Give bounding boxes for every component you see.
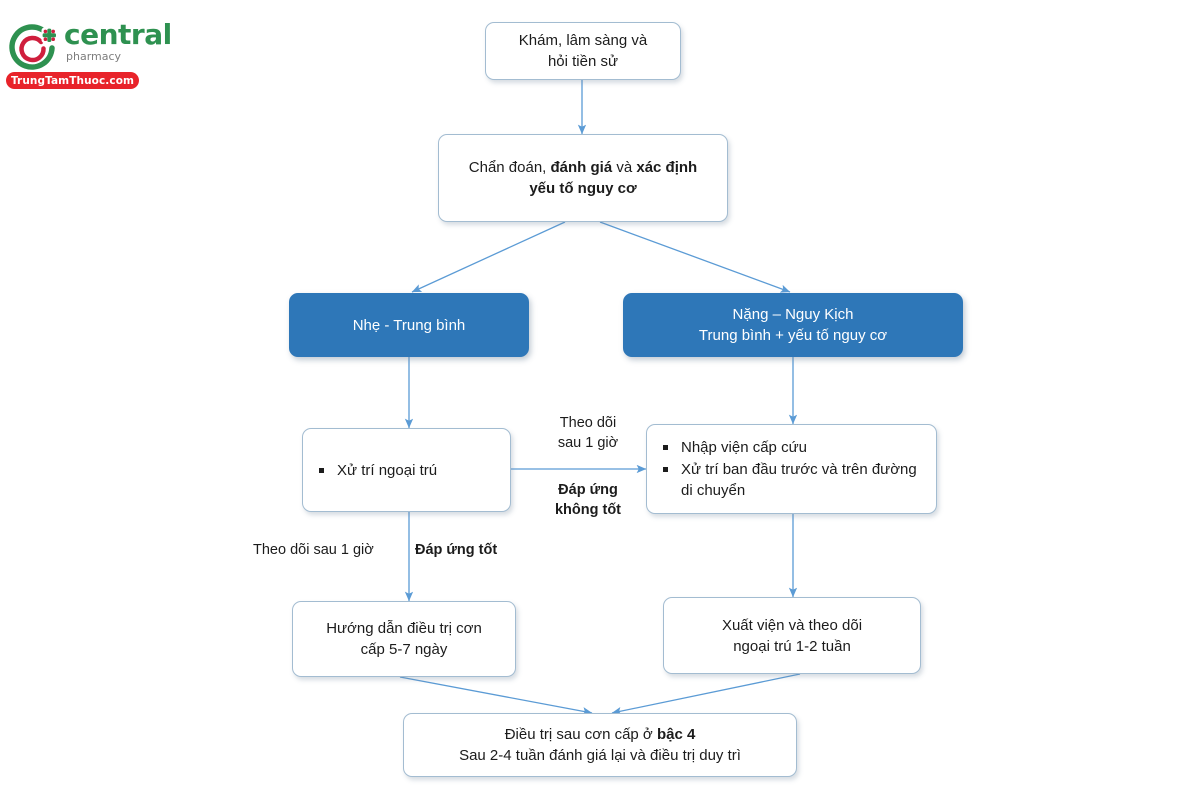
node-discharge-line-2: ngoại trú 1-2 tuần — [733, 637, 851, 655]
node-emergency-admission[interactable]: Nhập viện cấp cứu Xử trí ban đầu trước v… — [646, 424, 937, 514]
node-diagnose[interactable]: Chẩn đoán, đánh giá và xác định yếu tố n… — [438, 134, 728, 222]
list-item: Xử trí ngoại trú — [317, 460, 504, 481]
node-mild-moderate[interactable]: Nhẹ - Trung bình — [289, 293, 529, 357]
logo-word-pharmacy: pharmacy — [66, 50, 122, 63]
node-maintenance-text-a: Điều trị sau cơn cấp ở — [504, 726, 657, 743]
edge-label-bad-response-line-1: Đáp ứng — [558, 482, 618, 498]
list-item: Xử trí ban đầu trước và trên đường di ch… — [661, 459, 930, 501]
edge-label-followup-1-hour-top: Theo dõi sau 1 giờ — [540, 413, 636, 453]
node-maintenance-treatment[interactable]: Điều trị sau cơn cấp ở bậc 4 Sau 2-4 tuầ… — [403, 713, 797, 777]
node-diagnose-text-c: và — [612, 159, 637, 176]
site-logo: central pharmacy TrungTamThuoc.com — [6, 18, 196, 89]
logo-wordmark: central pharmacy — [64, 18, 194, 64]
node-exam-line-1: Khám, lâm sàng và — [518, 32, 648, 49]
node-exam[interactable]: Khám, lâm sàng và hỏi tiền sử — [485, 22, 681, 80]
node-maintenance-text-b: bậc 4 — [656, 726, 696, 743]
emergency-bullet-list: Nhập viện cấp cứu Xử trí ban đầu trước v… — [647, 436, 936, 502]
connector-diagnose-to-mild — [411, 221, 566, 293]
edge-label-bad-response-line-2: không tốt — [554, 502, 622, 518]
edge-label-followup-1-hour-left: Theo dõi sau 1 giờ — [253, 542, 374, 558]
node-diagnose-text-a: Chẩn đoán, — [468, 159, 551, 176]
node-maintenance-line-2: Sau 2-4 tuần đánh giá lại và điều trị du… — [459, 747, 741, 764]
node-mild-label: Nhẹ - Trung bình — [352, 316, 466, 334]
node-discharge-line-1: Xuất viện và theo dõi — [721, 616, 863, 634]
node-diagnose-line-1: Chẩn đoán, đánh giá và xác định — [449, 157, 717, 178]
node-guide-line-1: Hướng dẫn điều trị cơn — [326, 620, 482, 637]
node-diagnose-text-b: đánh giá — [550, 159, 613, 176]
node-exam-line-2: hỏi tiền sử — [547, 53, 619, 70]
connector-guide-to-maintenance — [399, 676, 593, 716]
edge-label-followup-line-2: sau 1 giờ — [557, 435, 619, 451]
node-diagnose-line-2: yếu tố nguy cơ — [529, 180, 637, 197]
edge-label-bad-response: Đáp ứng không tốt — [536, 480, 640, 520]
node-severe-critical[interactable]: Nặng – Nguy Kịch Trung bình + yếu tố ngu… — [623, 293, 963, 357]
node-discharge-followup[interactable]: Xuất viện và theo dõi ngoại trú 1-2 tuần — [663, 597, 921, 674]
logo-url-banner: TrungTamThuoc.com — [6, 72, 139, 89]
central-pharmacy-logo-mark — [9, 24, 57, 70]
node-maintenance-line-1: Điều trị sau cơn cấp ở bậc 4 — [414, 724, 786, 745]
node-severe-line-1: Nặng – Nguy Kịch — [732, 306, 854, 323]
node-guide-line-2: cấp 5-7 ngày — [360, 641, 448, 658]
outpatient-bullet-list: Xử trí ngoại trú — [303, 459, 510, 482]
node-severe-line-2: Trung bình + yếu tố nguy cơ — [698, 327, 888, 344]
list-item: Nhập viện cấp cứu — [661, 437, 930, 458]
edge-label-good-response: Đáp ứng tốt — [415, 542, 498, 558]
node-acute-treatment-guide[interactable]: Hướng dẫn điều trị cơn cấp 5-7 ngày — [292, 601, 516, 677]
connector-diagnose-to-severe — [599, 221, 791, 293]
node-diagnose-text-d: xác định — [636, 159, 698, 176]
node-outpatient-care[interactable]: Xử trí ngoại trú — [302, 428, 511, 512]
connector-discharge-to-maintenance — [611, 673, 801, 716]
edge-label-followup-line-1: Theo dõi — [559, 415, 617, 431]
logo-word-central: central — [64, 18, 172, 51]
logo-url-text: TrungTamThuoc.com — [10, 74, 135, 87]
